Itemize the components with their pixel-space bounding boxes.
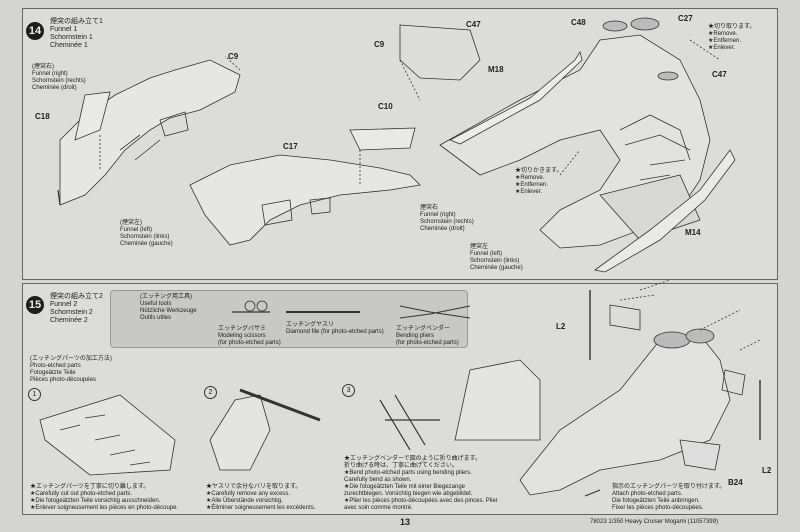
part-label-m14: M14	[685, 228, 701, 237]
photo-etched-fret-drawing	[39, 394, 176, 476]
part-label-c47-b: C47	[712, 70, 727, 79]
sub-step-3-number: 3	[342, 384, 355, 397]
part-label-c47: C47	[466, 20, 481, 29]
note-remove-excess: ★ヤスリで余分なバリを取ります。★Carefully remove any ex…	[206, 484, 316, 511]
photo-etched-howto-heading: (エッチングパーツの加工方法)Photo-etched parts Fotoge…	[30, 356, 112, 383]
funnel-right-label: (煙突右)Funnel (right) Schornstein (rechts)…	[32, 64, 86, 91]
part-label-c18: C18	[35, 112, 50, 121]
sub-step-2-number: 2	[204, 386, 217, 399]
part-label-l2-b: L2	[762, 466, 772, 475]
part-label-c17: C17	[283, 142, 298, 151]
note-attach-parts: 指示のエッチングパーツを取り付けます。Attach photo-etched p…	[612, 484, 726, 511]
remove-note-top: ★切り取ります。★Remove. ★Entfernen.★Enlever.	[708, 24, 756, 51]
part-label-c9-b: C9	[374, 40, 385, 49]
assembled-funnel-drawing	[439, 17, 736, 273]
part-label-l2: L2	[556, 322, 566, 331]
part-label-m18: M18	[488, 65, 504, 74]
remove-note-mid: ★切りかきます。★Remove. ★Entfernen.★Enlever.	[515, 168, 563, 195]
funnel-attach-drawing	[519, 334, 731, 496]
part-label-b24: B24	[728, 478, 743, 487]
useful-tools-heading: (エッチング用工具)Useful tools Nützliche Werkzeu…	[140, 294, 197, 321]
part-label-c48: C48	[571, 18, 586, 27]
useful-tools-box	[110, 290, 468, 348]
funnel-right-half-drawing	[57, 59, 241, 206]
tool-icons	[232, 300, 471, 319]
step-14-number: 14	[26, 22, 44, 40]
funnel-left-label: (煙突左)Funnel (left) Schornstein (links)Ch…	[120, 220, 173, 247]
part-label-c27: C27	[678, 14, 693, 23]
part-label-c10: C10	[378, 102, 393, 111]
page-number: 13	[400, 517, 411, 527]
bending-pliers-drawing	[379, 394, 440, 451]
part-label-c9: C9	[228, 52, 239, 61]
footer-product-code: 78023 1/350 Heavy Cruiser Mogami (110573…	[590, 519, 718, 525]
funnel-left-half-drawing	[189, 127, 421, 246]
hand-filing-drawing	[209, 394, 271, 471]
sub-step-1-number: 1	[28, 388, 41, 401]
step-15-number: 15	[26, 296, 44, 314]
note-cut-parts: ★エッチングパーツを丁寧に切り離します。★Carefully cut out p…	[30, 484, 179, 511]
note-bend-parts: ★エッチングベンダーで図のように折り曲げます。折り曲げる時は、丁寧に曲げてくださ…	[344, 456, 498, 511]
